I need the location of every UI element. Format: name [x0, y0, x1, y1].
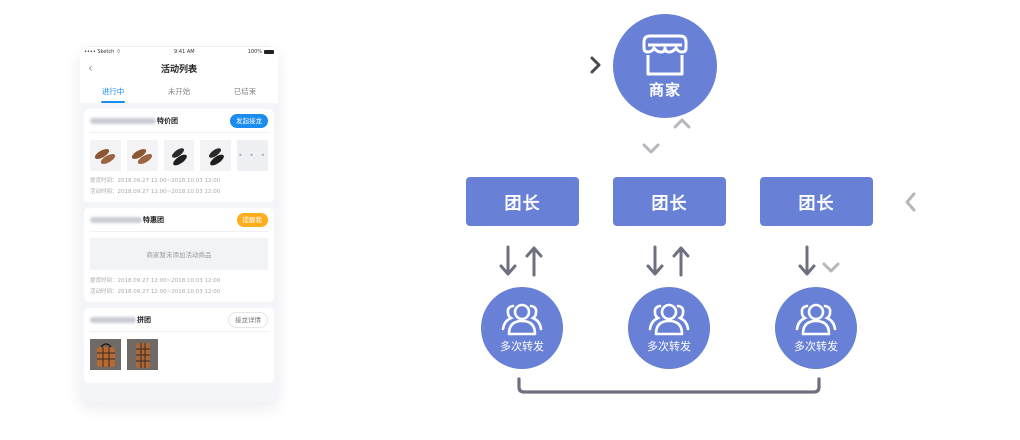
- group-label: 多次转发: [500, 340, 544, 353]
- chevron-down-icon: [642, 143, 660, 154]
- battery-icon: [263, 49, 274, 54]
- card-title-suffix: 拼团: [137, 315, 151, 324]
- chevron-right-icon: [590, 56, 601, 74]
- card-meta: 提货时间：2018.09.27 12:00~2018.10.03 12:00 活…: [90, 276, 268, 302]
- chevron-up-icon: [673, 118, 691, 129]
- users-group-icon: [648, 303, 690, 336]
- activity-time: 2018.09.27 12:00~2018.10.03 12:00: [117, 189, 221, 195]
- group-node: 多次转发: [481, 287, 563, 369]
- phone-mockup: •••• Sketch⌔ 9:41 AM 100% ‹ 活动列表 进行中 未开始…: [80, 46, 278, 402]
- product-thumbnail[interactable]: [126, 140, 158, 171]
- leader-node: 团长: [760, 177, 873, 226]
- product-thumbnail[interactable]: [200, 140, 232, 171]
- tab-not-started[interactable]: 未开始: [167, 86, 191, 96]
- pickup-label: 提货时间：: [90, 178, 118, 184]
- status-time: 9:41 AM: [174, 49, 195, 55]
- product-thumbnail[interactable]: [163, 140, 195, 171]
- tab-bar: 进行中 未开始 已结束: [80, 79, 278, 103]
- pickup-time: 2018.09.27 12:00~2018.10.03 12:00: [117, 278, 221, 284]
- leader-node: 团长: [613, 177, 726, 226]
- chevron-left-icon[interactable]: ‹: [88, 61, 93, 75]
- merchant-node: 商家: [613, 14, 717, 118]
- card-title-suffix: 特价团: [157, 116, 178, 125]
- arrow-down-icon: [499, 245, 517, 276]
- activity-card: 特价团 发起接龙 • • • 提货时间：2018.09.27 12:00~201…: [84, 109, 274, 202]
- arrow-down-icon: [798, 245, 816, 276]
- product-thumbnails: • • •: [90, 133, 268, 176]
- empty-products-message: 商家暂未添加活动商品: [90, 238, 268, 270]
- product-thumbnail[interactable]: [90, 140, 121, 171]
- start-chain-button[interactable]: 发起接龙: [230, 113, 268, 128]
- tab-in-progress[interactable]: 进行中: [98, 80, 129, 103]
- merchant-label: 商家: [648, 80, 681, 99]
- remind-me-button[interactable]: 提醒我: [236, 212, 268, 227]
- blurred-name: [90, 117, 156, 124]
- group-label: 多次转发: [647, 340, 691, 353]
- users-group-icon: [795, 303, 837, 336]
- activity-card: 特惠团 提醒我 商家暂未添加活动商品 提货时间：2018.09.27 12:00…: [84, 208, 274, 302]
- group-node: 多次转发: [775, 287, 857, 369]
- pickup-time: 2018.09.27 12:00~2018.10.03 12:00: [117, 178, 221, 184]
- card-title: 特价团: [90, 116, 178, 126]
- more-products-button[interactable]: • • •: [237, 140, 268, 171]
- tab-ended[interactable]: 已结束: [233, 86, 257, 96]
- wifi-icon: ⌔: [116, 49, 121, 55]
- card-title: 拼团: [90, 315, 151, 325]
- pickup-label: 提货时间：: [90, 278, 118, 284]
- product-thumbnail[interactable]: [127, 339, 158, 370]
- activity-card: 拼团 接龙详情: [84, 308, 274, 383]
- card-title: 特惠团: [90, 215, 164, 225]
- group-label: 多次转发: [794, 340, 838, 353]
- blurred-name: [90, 316, 136, 323]
- status-bar: •••• Sketch⌔ 9:41 AM 100%: [80, 46, 278, 57]
- bracket-connector: [517, 377, 821, 394]
- card-title-suffix: 特惠团: [143, 215, 164, 224]
- arrow-up-icon: [672, 246, 690, 277]
- storefront-icon: [642, 34, 688, 75]
- arrow-up-icon: [525, 246, 543, 277]
- users-group-icon: [501, 303, 543, 336]
- blurred-name: [90, 216, 142, 223]
- nav-bar: ‹ 活动列表: [80, 57, 278, 79]
- chevron-down-icon: [822, 262, 840, 273]
- chevron-left-icon: [905, 192, 916, 212]
- arrow-down-icon: [646, 245, 664, 276]
- activity-label: 活动时间：: [90, 289, 118, 295]
- product-thumbnail[interactable]: [90, 339, 121, 370]
- carrier-text: •••• Sketch: [84, 49, 115, 55]
- battery-text: 100%: [247, 49, 262, 55]
- leader-node: 团长: [466, 177, 579, 226]
- card-meta: 提货时间：2018.09.27 12:00~2018.10.03 12:00 活…: [90, 176, 268, 202]
- chain-details-button[interactable]: 接龙详情: [228, 311, 268, 328]
- page-title: 活动列表: [160, 64, 197, 75]
- product-thumbnails: [90, 332, 268, 375]
- group-node: 多次转发: [628, 287, 710, 369]
- activity-time: 2018.09.27 12:00~2018.10.03 12:00: [117, 289, 221, 295]
- activity-label: 活动时间：: [90, 189, 118, 195]
